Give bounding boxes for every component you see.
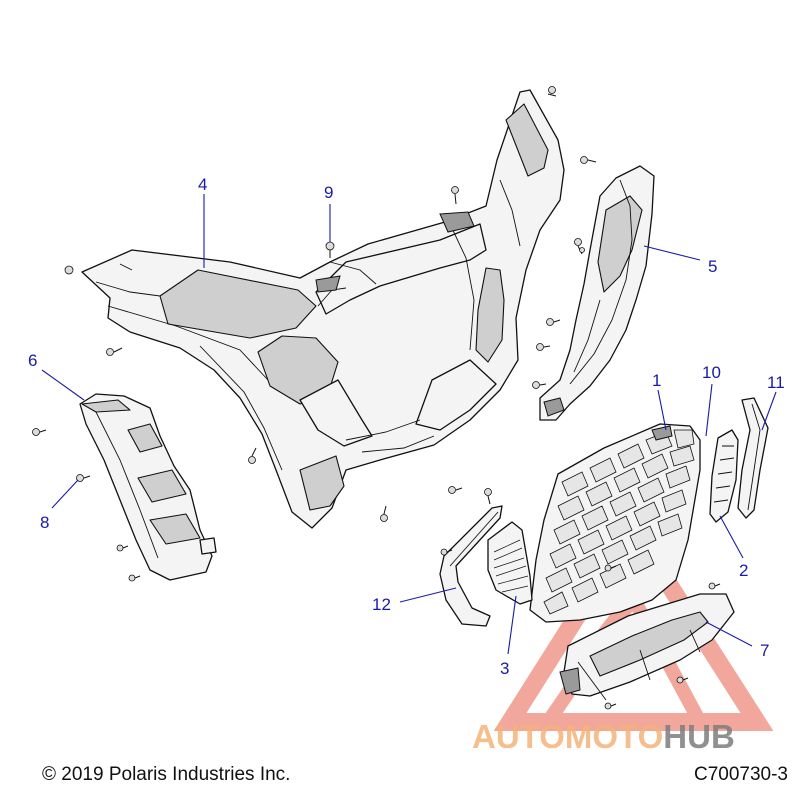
- callout-4: 4: [198, 175, 207, 194]
- fastener-bolt-icon: [532, 381, 547, 389]
- grille-side-bracket: [709, 429, 739, 523]
- front-bumper-frame: [81, 89, 565, 529]
- fastener-bolt-icon: [536, 343, 551, 351]
- center-grille: [529, 423, 701, 623]
- lower-skid-plate: [559, 593, 735, 701]
- fastener-bolt-icon: [574, 238, 583, 255]
- fastener-bolt-icon: [32, 428, 47, 436]
- callout-6: 6: [28, 351, 37, 370]
- callout-7: 7: [760, 641, 769, 660]
- callout-12: 12: [372, 595, 391, 614]
- fastener-bolt-icon: [676, 676, 689, 684]
- callout-10: 10: [702, 363, 721, 382]
- left-trim-strip: [439, 505, 503, 627]
- fastener-bolt-icon: [380, 505, 388, 522]
- callout-8: 8: [40, 513, 49, 532]
- fastener-bolt-icon: [484, 488, 492, 505]
- callout-labels: 1 2 3 4 5 6 7 8 9 10 11 12: [28, 175, 785, 678]
- leader-lines: [41, 194, 777, 655]
- fastener-bolt-icon: [708, 582, 721, 590]
- svg-text:AUTOMOTOHUB: AUTOMOTOHUB: [472, 718, 735, 755]
- callout-5: 5: [708, 257, 717, 276]
- fastener-bolt-icon: [248, 447, 257, 464]
- copyright-notice: © 2019 Polaris Industries Inc.: [42, 764, 291, 785]
- right-trim-strip: [737, 397, 769, 519]
- callout-9: 9: [324, 183, 333, 202]
- watermark-text: AUTOMOTOHUB: [472, 718, 735, 755]
- callout-11: 11: [767, 373, 785, 392]
- left-side-panel: [79, 393, 217, 581]
- fastener-bolt-icon: [546, 318, 561, 326]
- right-side-panel: [539, 165, 655, 421]
- fastener-bolt-icon: [579, 247, 585, 253]
- fastener-bolt-icon: [128, 574, 141, 582]
- watermark-part1: AUTOMOTO: [472, 718, 663, 755]
- fastener-bolt-icon: [604, 564, 617, 572]
- fastener-bolt-icon: [604, 702, 617, 710]
- drawing-number: C700730-3: [693, 764, 788, 785]
- watermark-part2: HUB: [663, 718, 735, 755]
- fastener-bolt-icon: [116, 544, 129, 552]
- fastener-group: [32, 86, 721, 710]
- fastener-bolt-icon: [451, 186, 459, 205]
- fastener-bolt-icon: [580, 156, 597, 164]
- left-grille-vent: [487, 521, 533, 605]
- fastener-bolt-icon: [547, 86, 557, 97]
- fastener-bolt-icon: [440, 548, 453, 556]
- fastener-bolt-icon: [106, 347, 123, 356]
- fastener-bolt-icon: [64, 265, 74, 275]
- fastener-bolt-icon: [448, 486, 463, 494]
- fastener-bolt-icon: [325, 241, 335, 258]
- fastener-bolt-icon: [76, 474, 91, 482]
- callout-1: 1: [652, 371, 661, 390]
- callout-2: 2: [739, 561, 748, 580]
- callout-3: 3: [500, 659, 509, 678]
